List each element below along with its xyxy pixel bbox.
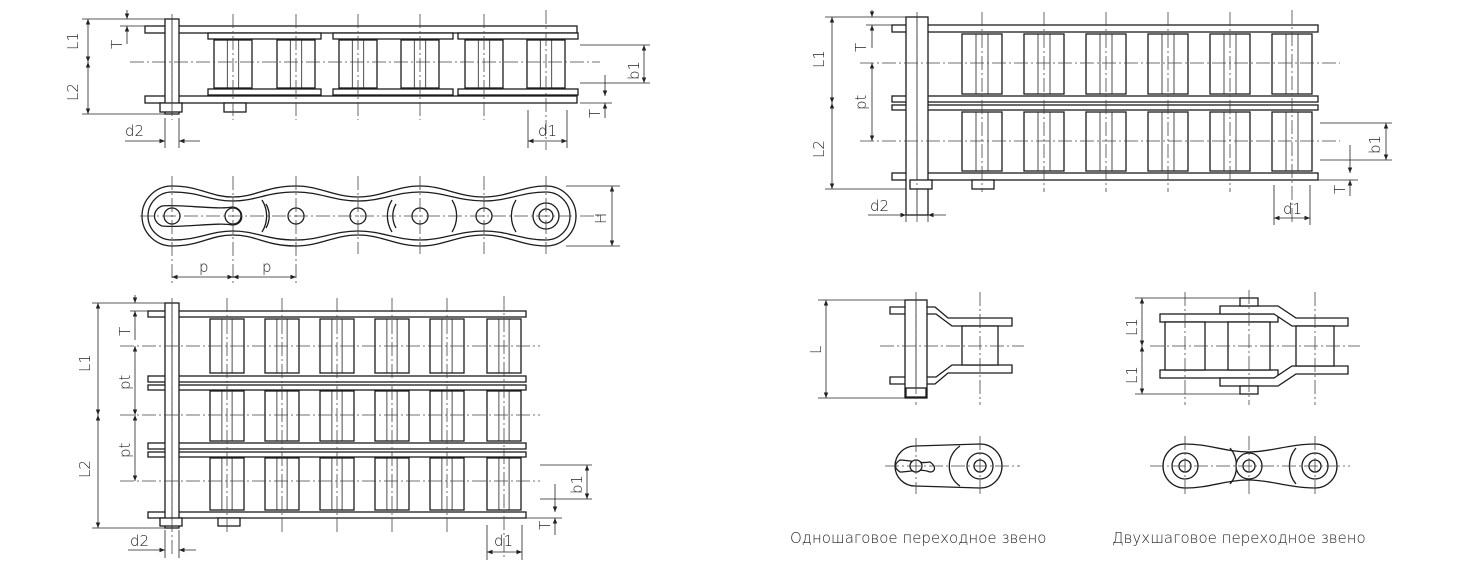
single-pitch-offset-link: L [807,292,1024,494]
rollers-top [213,39,566,89]
label-T: T [536,521,554,530]
label-T: T [116,327,134,336]
label-b1: b1 [568,475,586,494]
label-p: p [199,258,209,276]
label-L1: L1 [64,32,82,50]
label-d1: d1 [538,122,557,140]
label-d2: d2 [870,197,889,215]
label-T: T [852,43,870,52]
label-p: p [262,258,272,276]
label-L2: L2 [76,460,94,478]
chain-side-view: p p H [140,176,620,284]
label-T: T [108,40,126,49]
label-T: T [586,109,604,118]
label-pt: pt [116,442,134,458]
label-L: L [807,346,825,354]
label-L1: L1 [76,354,94,372]
label-b1: b1 [625,61,643,80]
single-strand-plan-view: L1 L2 T b1 T d1 d2 [64,10,650,150]
label-d1: d1 [494,532,513,550]
caption-single-pitch-link: Одношаговое переходное звено [790,529,1047,547]
label-L1: L1 [810,50,828,68]
caption-double-pitch-link: Двухшаговое переходное звено [1112,529,1366,547]
label-L2: L2 [64,83,82,101]
label-d1: d1 [1283,200,1302,218]
label-L1: L1 [1123,318,1141,336]
label-b1: b1 [1366,135,1384,154]
label-L1: L1 [1123,366,1141,384]
label-pt: pt [116,374,134,390]
triple-strand-plan-view: L1 L2 T pt pt b1 T d1 d2 [76,295,592,560]
double-strand-plan-view: L1 L2 T pt b1 T d1 d2 [810,10,1392,225]
label-d2: d2 [130,532,149,550]
label-L2: L2 [810,140,828,158]
double-pitch-offset-link: L1 L1 [1123,290,1360,494]
label-pt: pt [852,94,870,110]
label-T: T [1331,185,1349,194]
label-H: H [592,213,610,224]
label-d2: d2 [125,122,144,140]
